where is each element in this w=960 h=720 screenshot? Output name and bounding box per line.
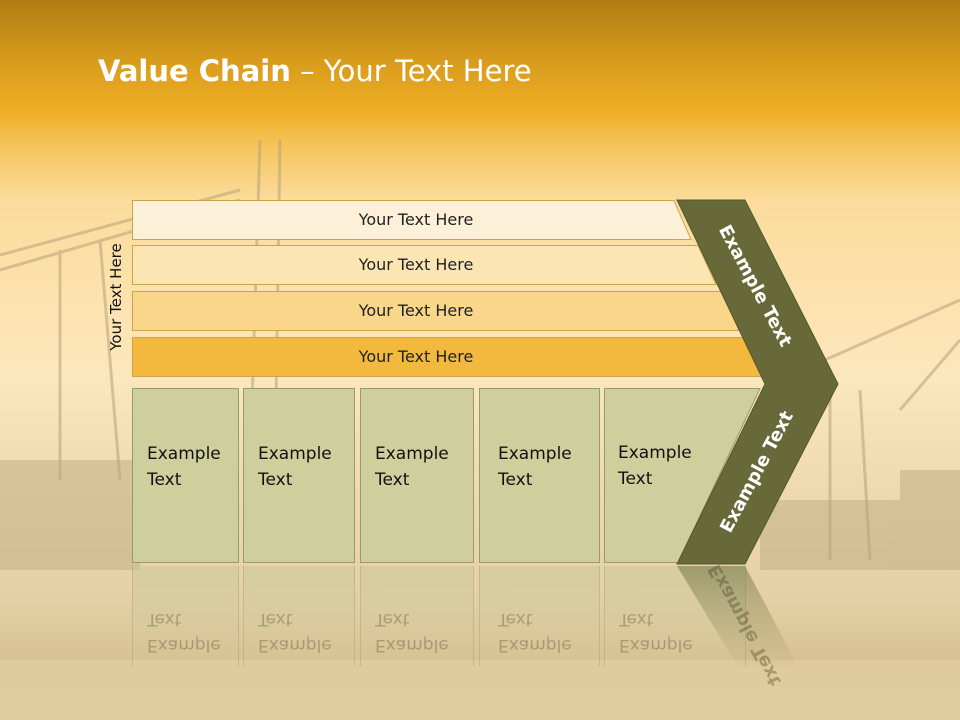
bar-3-label: Your Text Here xyxy=(358,301,474,320)
bar-2-shape xyxy=(132,245,717,285)
box-5-line2: Text xyxy=(618,469,653,489)
box-2-line2: Text xyxy=(258,470,293,490)
chevron-reflection xyxy=(677,566,800,670)
box-4-line1: Example xyxy=(498,444,572,464)
box-1-line1: Example xyxy=(147,444,221,464)
bar-4: Your Text Here xyxy=(132,337,764,377)
title-bold: Value Chain xyxy=(98,54,291,88)
bar-2: Your Text Here xyxy=(132,245,717,285)
box-2-line1: Example xyxy=(258,444,332,464)
chevron-shape xyxy=(676,199,839,565)
bar-1: Your Text Here xyxy=(132,200,692,240)
bar-2-label: Your Text Here xyxy=(358,255,474,274)
bar-4-label: Your Text Here xyxy=(358,347,474,366)
box-1-line2: Text xyxy=(147,470,182,490)
box-4-line2: Text xyxy=(498,470,533,490)
box-3-line1: Example xyxy=(375,444,449,464)
page-title: Value Chain – Your Text Here xyxy=(98,54,532,88)
bar-1-label: Your Text Here xyxy=(358,210,474,229)
box-3-line2: Text xyxy=(375,470,410,490)
title-rest: – Your Text Here xyxy=(290,54,532,88)
bar-1-shape xyxy=(132,200,692,240)
box-5-line1: Example xyxy=(618,443,692,463)
